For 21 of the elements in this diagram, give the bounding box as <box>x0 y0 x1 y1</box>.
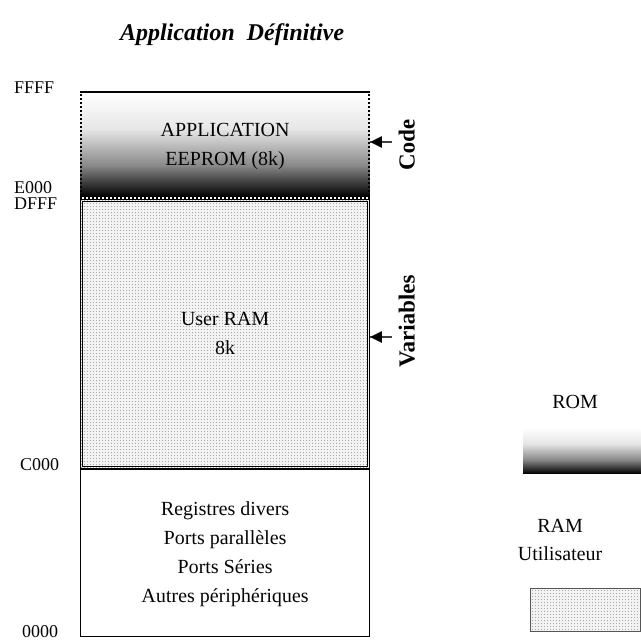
arrow <box>370 331 392 343</box>
block-label: Registres divers <box>160 497 290 522</box>
address-label: E000 <box>14 178 52 196</box>
arrow <box>370 136 392 148</box>
legend-label: RAM Utilisateur <box>516 514 604 567</box>
region-label: Variables <box>392 228 422 414</box>
address-label: FFFF <box>14 78 54 96</box>
block-label: APPLICATION EEPROM (8k) <box>160 118 290 172</box>
memory-block <box>80 199 370 469</box>
diagram-title: Application Définitive <box>120 20 344 47</box>
block-label: Autres périphériques <box>141 584 309 609</box>
memory-block <box>80 469 370 637</box>
legend-label: ROM <box>551 390 599 415</box>
address-label: 0000 <box>22 622 58 640</box>
region-label: Code <box>392 100 422 188</box>
address-label: C000 <box>20 455 60 473</box>
address-label: DFFF <box>14 194 58 212</box>
memory-block <box>80 91 370 199</box>
block-label: Ports parallèles <box>164 526 286 551</box>
block-label: Ports Séries <box>178 555 272 580</box>
block-label: User RAM 8k <box>180 307 270 361</box>
